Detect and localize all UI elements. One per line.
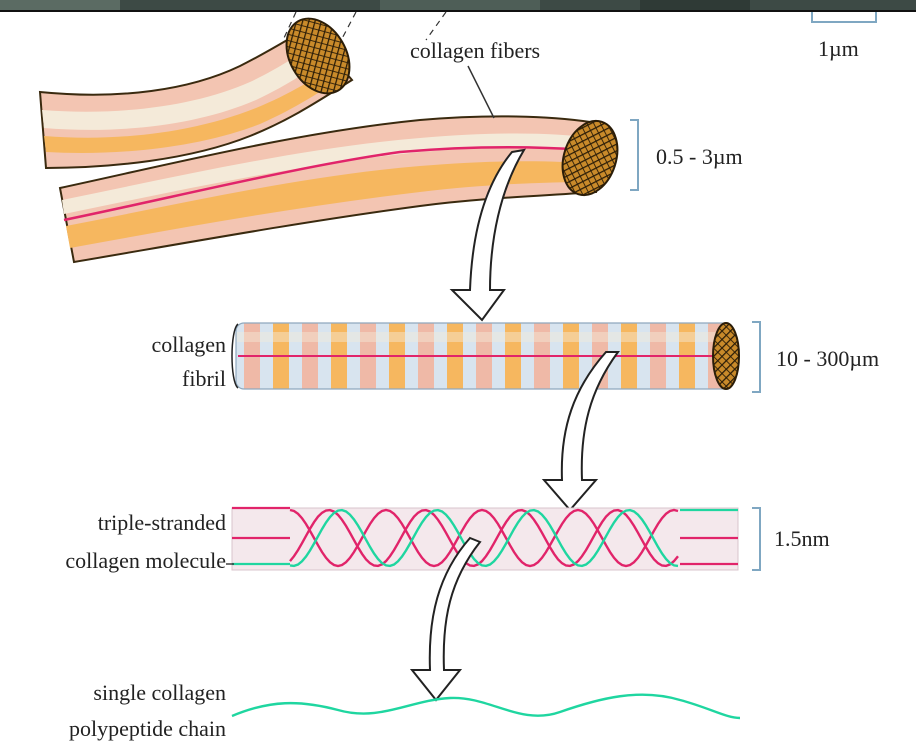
scale-bar: 1µm xyxy=(812,12,876,61)
fibril-diameter-label: 10 - 300µm xyxy=(776,346,879,371)
molecule-label-line1: triple-stranded xyxy=(98,510,226,535)
collagen-fibers-label: collagen fibers xyxy=(410,38,540,63)
molecule-label-line2: collagen molecule xyxy=(65,548,226,573)
molecule-diameter-bracket: 1.5nm xyxy=(752,508,830,570)
chain-label-line2: polypeptide chain xyxy=(69,716,226,741)
fiber-diameter-bracket: 0.5 - 3µm xyxy=(630,120,743,190)
collagen-molecule xyxy=(232,508,738,570)
chain-label-line1: single collagen xyxy=(93,680,226,705)
polypeptide-chain xyxy=(232,695,740,718)
fibril-label-line1: collagen xyxy=(151,332,226,357)
scale-bar-label: 1µm xyxy=(818,36,859,61)
micrograph-strip xyxy=(0,0,916,12)
fibril-label-line2: fibril xyxy=(182,366,226,391)
fiber-diameter-label: 0.5 - 3µm xyxy=(656,144,743,169)
collagen-fibers-pointer xyxy=(468,66,494,118)
molecule-diameter-label: 1.5nm xyxy=(774,526,830,551)
fibril-diameter-bracket: 10 - 300µm xyxy=(752,322,879,392)
collagen-fibril xyxy=(232,323,739,389)
